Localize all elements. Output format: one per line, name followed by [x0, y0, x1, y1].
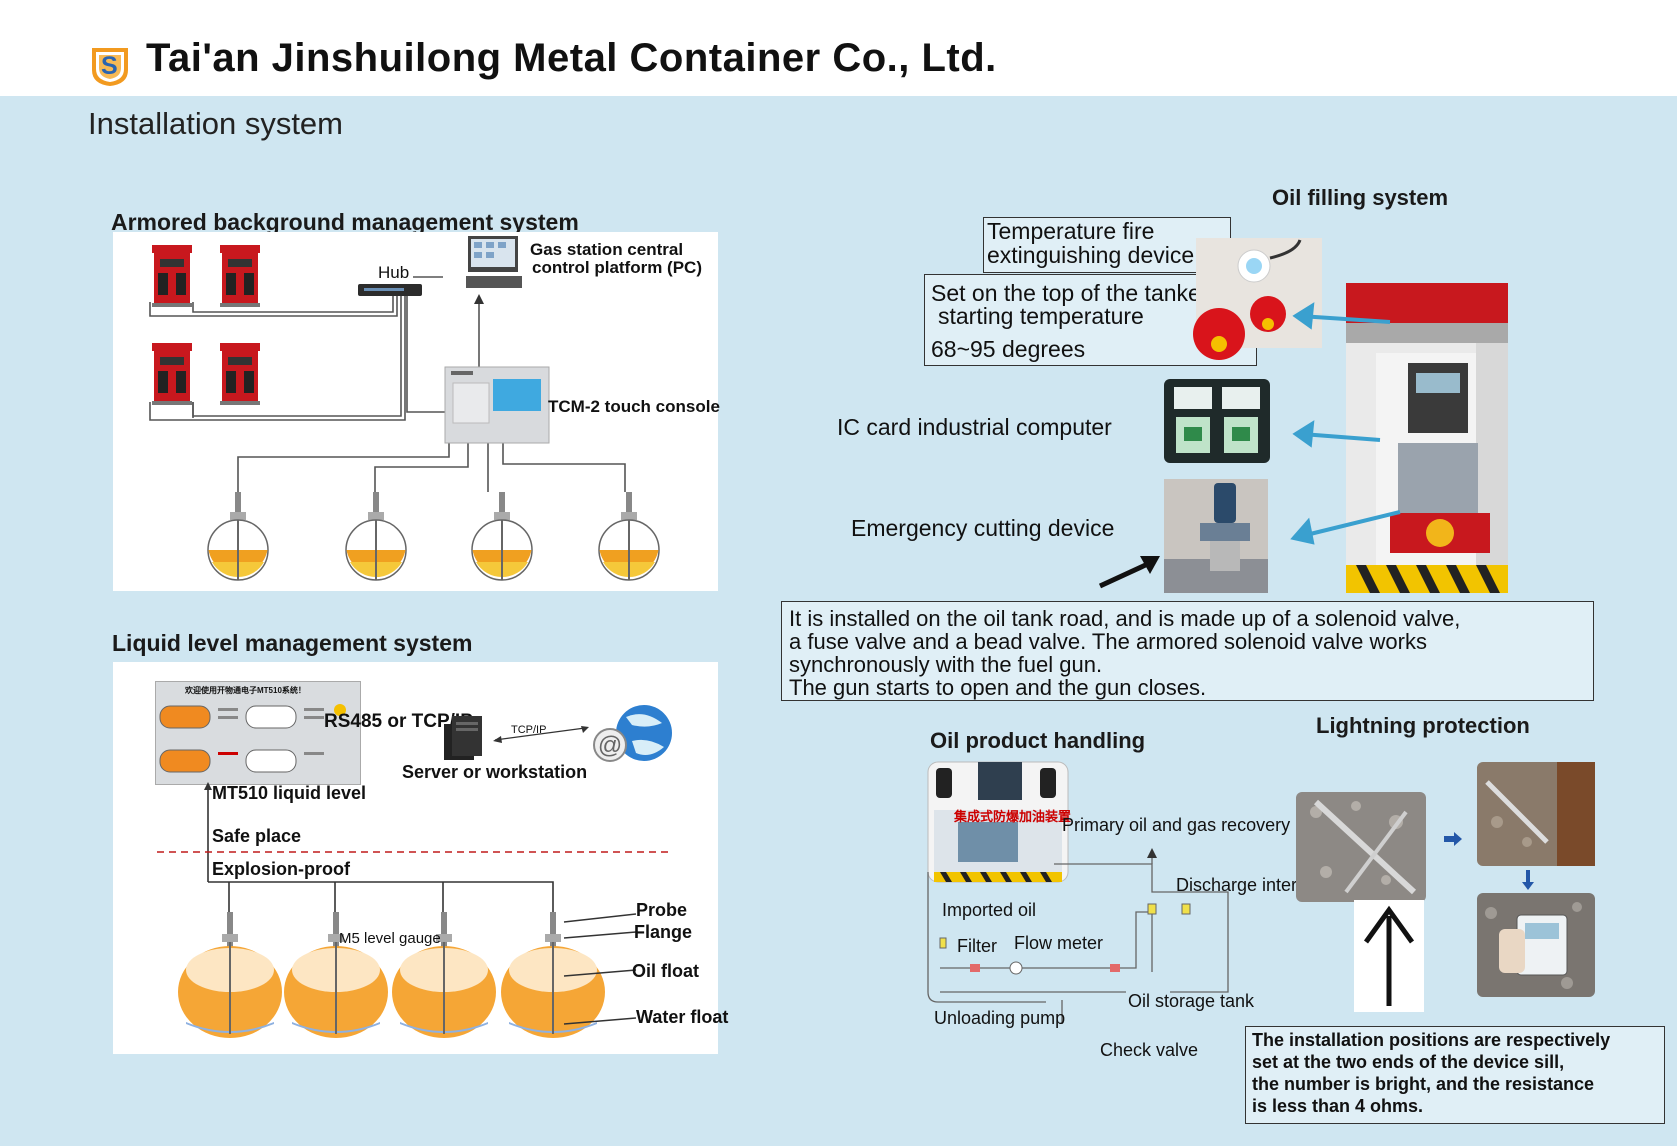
- grounding-rod-photo-icon: [1296, 792, 1426, 902]
- underground-tank-icon: [392, 912, 496, 1038]
- server-label: Server or workstation: [402, 762, 588, 782]
- pc-label-line2: control platform (PC): [532, 258, 702, 277]
- tanker-line3: 68~95 degrees: [931, 336, 1086, 362]
- underground-tank-icon: [178, 912, 282, 1038]
- hub-label: Hub: [378, 263, 410, 282]
- liquid-title: Liquid level management system: [112, 630, 473, 656]
- mt510-tank-gauges: [159, 704, 346, 773]
- page-title: Installation system: [88, 106, 343, 141]
- armored-wiring: [149, 276, 626, 492]
- grounding-strip-photo-icon: [1477, 762, 1595, 866]
- fire-extinguisher-icon: [1193, 308, 1245, 360]
- probe-label: Probe: [636, 900, 688, 920]
- server-icon: [444, 716, 482, 760]
- emergency-valve-icon: [1164, 479, 1268, 593]
- pc-label-line1: Gas station central: [530, 240, 684, 259]
- fuel-dispenser-icon: [152, 343, 192, 405]
- oil-tank-icon: [207, 492, 269, 581]
- liquid-wiring: [157, 782, 673, 912]
- lightning-title: Lightning protection: [1316, 713, 1530, 738]
- primary-recovery-label: Primary oil and gas recovery: [1062, 815, 1291, 835]
- fuel-dispenser-icon: [152, 245, 192, 307]
- oil-tank-icon: [345, 492, 407, 581]
- imported-oil-label: Imported oil: [942, 900, 1037, 920]
- filling-title: Oil filling system: [1272, 185, 1449, 210]
- explosion-proof-cabinet-icon: [927, 761, 1069, 883]
- underground-tank-icon: [284, 912, 388, 1038]
- oil-float-label: Oil float: [632, 961, 699, 981]
- flow-arrows: [1444, 832, 1534, 890]
- storage-tank-label: Oil storage tank: [1128, 991, 1255, 1011]
- handling-pipework: [927, 848, 1229, 1024]
- header-bar: [0, 0, 1677, 96]
- filling-note-box: [781, 601, 1594, 701]
- emergency-label: Emergency cutting device: [851, 515, 1115, 541]
- temp-device-box: [983, 217, 1231, 273]
- filling-note: It is installed on the oil tank road, an…: [789, 606, 1461, 701]
- internet-globe-icon: @: [593, 705, 672, 762]
- flow-meter-label: Flow meter: [1014, 933, 1104, 953]
- network-hub-icon: [358, 284, 422, 296]
- water-float-label: Water float: [636, 1007, 729, 1027]
- tanker-line2: starting temperature: [938, 303, 1144, 329]
- resistance-meter-photo-icon: [1477, 893, 1595, 997]
- probe-leader-lines: [563, 913, 637, 1025]
- touch-console-icon: [444, 366, 550, 444]
- discharge-label: Discharge interface: [1176, 875, 1332, 895]
- cabinet-sign: 集成式防爆加油装置: [954, 809, 1072, 824]
- fuel-dispenser-icon: [220, 343, 260, 405]
- unloading-pump-label: Unloading pump: [934, 1008, 1066, 1028]
- company-logo-icon: [92, 48, 128, 86]
- desktop-pc-icon: [466, 236, 522, 288]
- tanker-line1: Set on the top of the tanker,: [931, 280, 1214, 306]
- temp-device-line1: Temperature fire: [987, 218, 1155, 244]
- flange-label: Flange: [634, 922, 693, 942]
- oil-tank-icon: [598, 492, 660, 581]
- fuel-station-photo-icon: [1346, 283, 1508, 593]
- oil-tank-icon: [471, 492, 533, 581]
- fuel-dispenser-icon: [220, 245, 260, 307]
- logo-letter: S: [101, 52, 118, 80]
- ic-card-label: IC card industrial computer: [837, 414, 1112, 440]
- armored-title: Armored background management system: [111, 209, 579, 235]
- mt510-screen-title: 欢迎使用开物通电子MT510系统！: [185, 686, 306, 695]
- tcpip-arrow: [493, 726, 589, 743]
- mt510-label: MT510 liquid level: [212, 783, 367, 803]
- company-name: Tai'an Jinshuilong Metal Container Co., …: [146, 36, 997, 80]
- filter-label: Filter: [957, 936, 997, 956]
- up-arrow-icon: [1363, 905, 1415, 1006]
- console-label: TCM-2 touch console: [548, 397, 720, 416]
- explosion-proof-label: Explosion-proof: [212, 859, 350, 879]
- protocol-label: RS485 or TCP/IP: [324, 711, 473, 732]
- underground-tank-icon: [501, 912, 605, 1038]
- pointer-arrows: [1290, 302, 1401, 545]
- check-valve-label: Check valve: [1100, 1040, 1199, 1060]
- handling-title: Oil product handling: [930, 728, 1146, 753]
- tcpip-label: TCP/IP: [511, 724, 547, 736]
- gauge-label: M5 level gauge: [339, 930, 441, 947]
- black-arrow-icon: [1098, 556, 1160, 589]
- temp-device-line2: extinguishing device: [987, 242, 1195, 268]
- ic-card-computer-icon: [1164, 379, 1270, 463]
- lightning-note: The installation positions are respectiv…: [1252, 1030, 1611, 1116]
- svg-text:@: @: [598, 732, 622, 759]
- safe-place-label: Safe place: [212, 826, 302, 846]
- lightning-note-box: [1245, 1026, 1665, 1124]
